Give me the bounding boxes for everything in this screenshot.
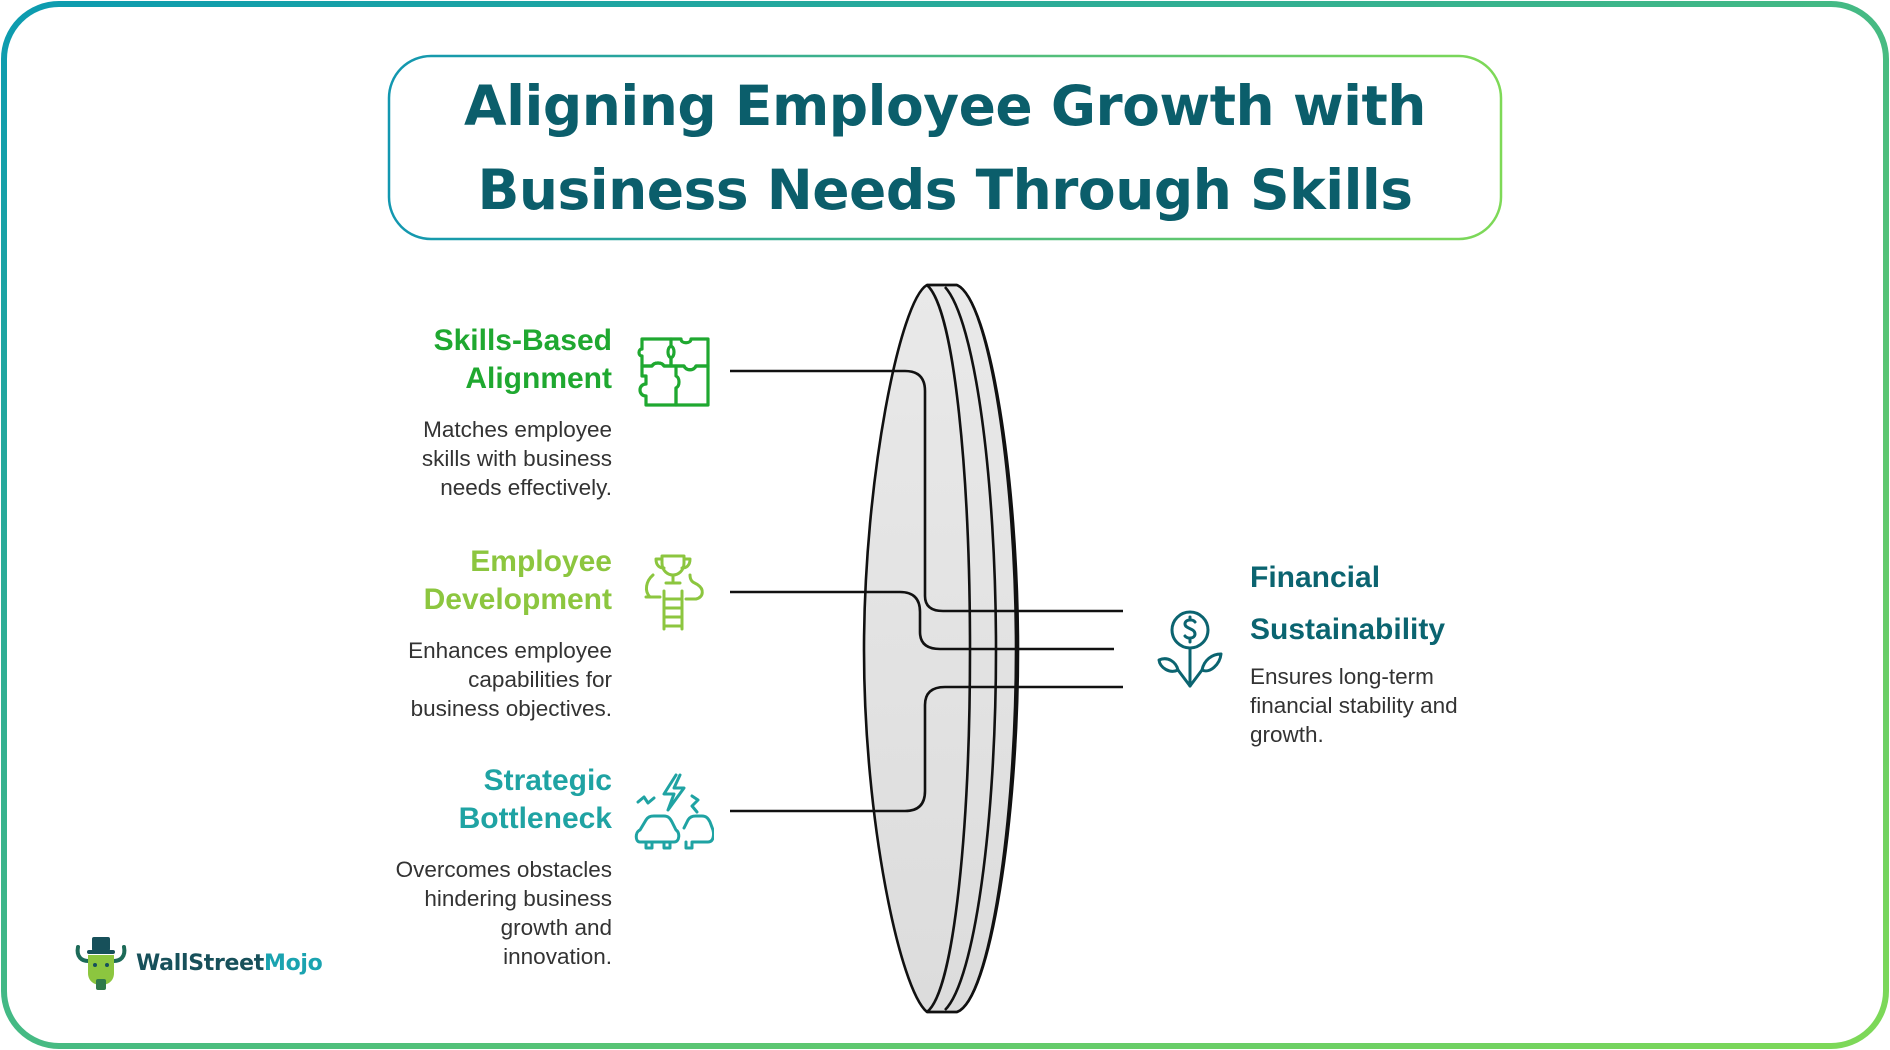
input-description: Overcomes obstacles hindering business g… xyxy=(396,855,612,971)
input-heading: Strategic Bottleneck xyxy=(396,762,612,838)
description-line: growth. xyxy=(1250,722,1324,747)
wallstreetmojo-logo: WallStreetMojo xyxy=(74,935,323,991)
description-line: Ensures long-term xyxy=(1250,664,1434,689)
input-skills-based-alignment: Skills-Based Alignment Matches employee … xyxy=(422,322,612,502)
connector-skills-based xyxy=(730,369,1123,613)
output-financial-sustainability: Financial Sustainability Ensures long-te… xyxy=(1250,552,1458,749)
heading-line-2: Alignment xyxy=(465,362,612,395)
description-line: growth and xyxy=(500,915,612,940)
lens-shape xyxy=(862,283,1020,1014)
description-line: needs effectively. xyxy=(440,475,612,500)
heading-line-1: Skills-Based xyxy=(433,324,612,357)
heading-line-1: Strategic xyxy=(483,764,612,797)
description-line: Overcomes obstacles xyxy=(395,857,612,882)
description-line: Enhances employee xyxy=(408,638,612,663)
input-description: Matches employee skills with business ne… xyxy=(422,415,612,502)
money-plant-icon xyxy=(1157,610,1223,688)
heading-line-2: Development xyxy=(423,583,612,616)
input-heading: Employee Development xyxy=(408,543,612,619)
title-line-2: Business Needs Through Skills xyxy=(477,157,1413,222)
bull-mascot-icon xyxy=(75,937,127,990)
description-line: financial stability and xyxy=(1250,693,1458,718)
description-line: innovation. xyxy=(503,944,612,969)
description-line: capabilities for xyxy=(468,667,612,692)
logo-text: WallStreetMojo xyxy=(136,950,323,976)
heading-line-2: Bottleneck xyxy=(458,802,612,835)
heading-line-1: Employee xyxy=(470,545,612,578)
trophy-ladder-icon xyxy=(644,554,704,631)
logo-text-part1: WallStreet xyxy=(136,950,264,976)
input-strategic-bottleneck: Strategic Bottleneck Overcomes obstacles… xyxy=(396,762,612,971)
description-line: Matches employee xyxy=(423,417,612,442)
connector-lines xyxy=(730,369,1123,813)
page-title: Aligning Employee Growth with Business N… xyxy=(388,55,1502,240)
output-heading: Financial Sustainability xyxy=(1250,552,1458,656)
traffic-jam-icon xyxy=(634,773,714,850)
logo-text-part2: Mojo xyxy=(263,950,323,976)
description-line: hindering business xyxy=(424,886,612,911)
heading-line-2: Sustainability xyxy=(1250,613,1446,646)
input-description: Enhances employee capabilities for busin… xyxy=(408,636,612,723)
description-line: business objectives. xyxy=(410,696,612,721)
title-line-1: Aligning Employee Growth with xyxy=(464,73,1426,138)
connector-employee-development xyxy=(730,590,1114,651)
heading-line-1: Financial xyxy=(1250,561,1381,594)
input-heading: Skills-Based Alignment xyxy=(422,322,612,398)
puzzle-icon xyxy=(637,337,710,407)
output-description: Ensures long-term financial stability an… xyxy=(1250,662,1458,749)
input-employee-development: Employee Development Enhances employee c… xyxy=(408,543,612,723)
connector-strategic-bottleneck xyxy=(730,685,1123,813)
description-line: skills with business xyxy=(421,446,612,471)
